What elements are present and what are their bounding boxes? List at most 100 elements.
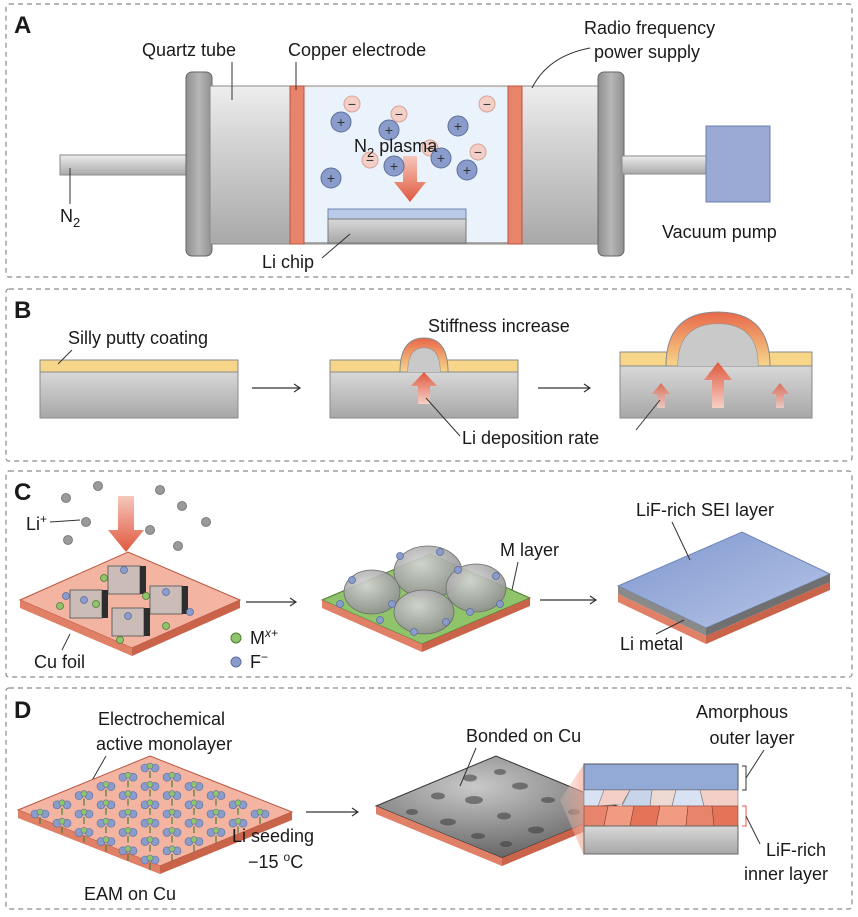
- li-ion-9: [173, 541, 183, 551]
- panel-b-letter: B: [14, 297, 31, 324]
- lif-bracket: [742, 805, 747, 827]
- svg-text:+: +: [454, 118, 462, 134]
- svg-text:−: −: [474, 144, 482, 160]
- b-block1-li: [39, 371, 239, 419]
- rf-leader: [531, 47, 591, 89]
- panel-c-frame: [5, 470, 853, 678]
- monolayer-green-bead: [80, 808, 88, 816]
- cation-7: [320, 167, 342, 189]
- li-deposit-arrow: [108, 496, 144, 552]
- c-sei-right-grey: [706, 574, 830, 636]
- monolayer-green-bead: [146, 836, 154, 843]
- amorphous-leader: [745, 749, 765, 779]
- anion-5: [469, 143, 487, 161]
- monolayer-green-bead: [146, 781, 154, 788]
- b-block3-arrow-right: [771, 383, 789, 408]
- legend-mx-label: Mx+: [250, 626, 278, 648]
- b-block2-dome-fill: [408, 348, 440, 372]
- b-block3-arrow-left: [652, 383, 670, 408]
- monolayer-green-bead: [190, 799, 198, 807]
- monolayer-green-bead: [256, 808, 264, 816]
- c-f-particles: [62, 566, 194, 620]
- c-cu-foil-left: [20, 600, 132, 656]
- cation-5: [456, 159, 478, 181]
- li-ion-4: [63, 535, 73, 545]
- d-xs-outer: [583, 763, 739, 791]
- c-arrow-1: [246, 597, 298, 607]
- monolayer-green-bead: [168, 808, 176, 816]
- rf-label-line2: power supply: [594, 42, 700, 62]
- lif-sei-label: LiF-rich SEI layer: [636, 500, 774, 520]
- vacuum-pump-body: [705, 125, 771, 203]
- copper-electrode-left: [289, 85, 305, 245]
- cube-1-side: [140, 566, 146, 594]
- legend-mx-dot: [230, 632, 242, 644]
- d-xs-amorphous-shards: [583, 789, 739, 807]
- right-flange: [597, 71, 625, 257]
- svg-text:+: +: [327, 170, 335, 186]
- li-ion-7: [201, 517, 211, 527]
- monolayer-green-bead: [102, 799, 110, 807]
- d-bonded-left: [376, 806, 502, 866]
- bonded-label: Bonded on Cu: [466, 726, 581, 746]
- panel-b-frame: [5, 288, 853, 462]
- rf-label-line1: Radio frequency: [584, 18, 715, 38]
- b-arrow-1: [252, 383, 302, 393]
- svg-text:−: −: [426, 140, 434, 156]
- panel-c-letter: C: [14, 479, 31, 506]
- cation-6: [383, 155, 405, 177]
- d-arrow: [306, 807, 360, 817]
- cation-3: [447, 115, 469, 137]
- cube-2-side: [102, 590, 108, 618]
- li-seeding-label: Li seeding: [232, 826, 314, 846]
- monolayer-green-bead: [146, 799, 154, 807]
- li-ion-1: [61, 493, 71, 503]
- b-block1-putty: [39, 359, 239, 373]
- c-arrow-2: [540, 595, 598, 605]
- c-cu-foil-right: [132, 600, 240, 656]
- outlet-pipe: [621, 155, 711, 175]
- c-mx-particles: [56, 574, 170, 644]
- li-ion-particles: [61, 481, 211, 551]
- li-metal-leader: [655, 619, 685, 635]
- svg-text:−: −: [366, 152, 374, 168]
- c-sei-right-cu: [706, 582, 830, 644]
- silly-putty-leader: [57, 349, 73, 365]
- li-ion-3: [81, 517, 91, 527]
- deposition-leader-2: [635, 399, 661, 431]
- cube-2: [69, 589, 103, 619]
- cube-3-side: [182, 586, 188, 614]
- cation-2: [378, 119, 400, 141]
- c-mlayer-left: [322, 600, 422, 652]
- stiffness-label: Stiffness increase: [428, 316, 570, 336]
- anion-2: [390, 105, 408, 123]
- svg-text:+: +: [437, 150, 445, 166]
- monolayer-green-bead: [124, 808, 132, 816]
- plasma-label: N2 plasma: [354, 136, 438, 160]
- svg-text:+: +: [337, 114, 345, 130]
- monolayer-green-bead: [146, 817, 154, 825]
- li-ion-label: Li+: [26, 512, 47, 534]
- monolayer-green-bead: [58, 817, 66, 825]
- lif-inner-label-line2: inner layer: [744, 864, 828, 884]
- li-metal-label: Li metal: [620, 634, 683, 654]
- amorphous-label-line2: outer layer: [709, 728, 794, 748]
- amorphous-bracket: [742, 765, 747, 791]
- li-ion-leader: [49, 519, 81, 523]
- monolayer-green-bead: [212, 827, 220, 834]
- c-mlayer-dots: [336, 548, 504, 636]
- c-sei-left-cu: [618, 594, 706, 644]
- cube-4-side: [144, 608, 150, 636]
- monolayer-green-bead: [80, 827, 88, 834]
- silly-putty-label: Silly putty coating: [68, 328, 208, 348]
- bonded-leader: [459, 747, 477, 787]
- li-chip-label: Li chip: [262, 252, 314, 272]
- monolayer-green-bead: [146, 762, 154, 770]
- copper-electrode-right: [507, 85, 523, 245]
- monolayer-green-bead: [102, 781, 110, 788]
- d-eam-top: [16, 755, 294, 867]
- d-eam-right: [160, 812, 292, 874]
- eam-on-cu-label: EAM on Cu: [84, 884, 176, 904]
- anion-6: [361, 151, 379, 169]
- c-sei-left-grey: [618, 586, 706, 636]
